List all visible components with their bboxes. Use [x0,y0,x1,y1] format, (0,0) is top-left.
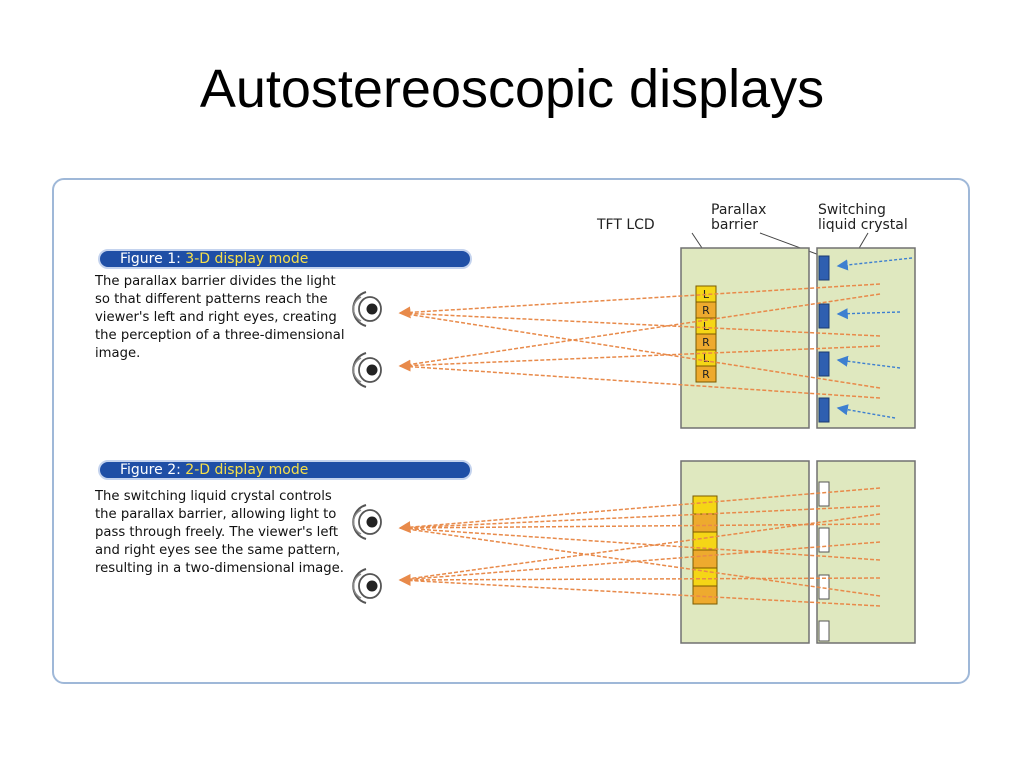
fig1-light-ray [399,365,881,399]
fig1-light-ray [399,312,881,337]
fig2-light-ray [399,541,881,581]
fig2-light-ray [398,573,881,586]
figure1-label: Figure 1: [120,251,181,267]
fig2-light-ray [399,513,881,581]
fig2-barrier-segment [818,481,830,507]
fig2-light-ray [399,527,881,597]
fig1-pixel-label: L [703,320,710,333]
fig1-pixel-r [695,365,717,383]
label-switching-1: Switching [818,202,886,218]
slide-title: Autostereoscopic displays [199,59,825,119]
fig1-left-eye-icon [352,291,382,327]
fig1-switch-arrow [836,308,901,320]
label-parallax-2: barrier [711,217,758,233]
fig1-pixel-column: L R L R L R [695,285,717,383]
fig2-light-ray [399,579,881,607]
fig2-pixel [692,513,718,533]
fig1-barrier-segment [818,255,830,281]
figure1-header: Figure 1: 3-D display mode [98,249,472,269]
pointer-switching [857,232,869,251]
fig2-light-ray [399,505,881,529]
pointer-tft [691,232,703,249]
figure2-label: Figure 2: [120,462,181,478]
fig1-light-ray [399,312,881,389]
label-switching-2: liquid crystal [818,217,908,233]
pointer-parallax [759,232,823,257]
label-parallax-1: Parallax [711,202,766,218]
fig1-pixel-label: L [703,288,710,301]
fig2-pixel [692,549,718,569]
fig2-lc-panel [816,460,916,644]
fig2-barrier-segment [818,620,830,642]
figure2-header: Figure 2: 2-D display mode [98,460,472,480]
fig1-light-ray [398,283,881,319]
label-tft-lcd: TFT LCD [596,217,655,233]
fig1-light-ray [398,345,881,372]
fig1-light-ray [399,293,881,367]
fig2-pixel-column [692,495,718,605]
fig2-pixel [692,585,718,605]
fig1-switch-arrow [836,257,913,271]
fig1-barrier-segment [818,397,830,423]
fig1-barrier-segment [818,303,830,329]
fig1-pixel-label: R [702,368,710,381]
figure1-mode: 3-D display mode [185,251,309,267]
figure2-description: The switching liquid crystal controls th… [95,489,344,576]
figure2-mode: 2-D display mode [185,462,309,478]
fig2-right-eye-icon [352,568,382,604]
fig1-lc-panel [816,247,916,429]
fig2-light-ray [399,527,881,561]
fig1-pixel-label: R [702,304,710,317]
fig1-switch-arrow [836,355,901,369]
fig1-right-eye-icon [352,352,382,388]
fig1-pixel-label: L [703,352,710,365]
fig1-pixel-label: R [702,336,710,349]
fig2-light-ray [398,487,881,534]
fig2-pixel [692,495,718,515]
fig2-left-eye-icon [352,504,382,540]
fig2-barrier-segment [818,527,830,553]
fig1-barrier-segment [818,351,830,377]
figure1-description: The parallax barrier divides the light s… [95,274,345,361]
